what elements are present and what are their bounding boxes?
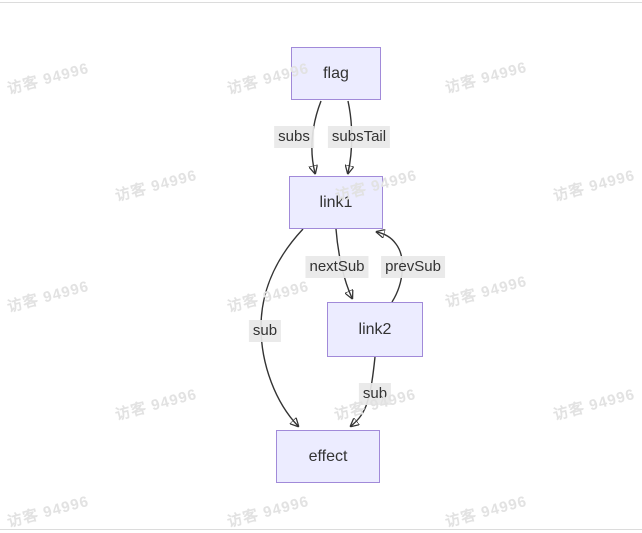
edge-link2-link1-prevsub <box>377 232 404 303</box>
node-effect-label: effect <box>308 447 348 465</box>
edge-label-sub-left: sub <box>248 320 282 342</box>
node-flag-label: flag <box>323 64 349 82</box>
edge-label-nextsub: nextSub <box>305 256 369 278</box>
node-link1: link1 <box>289 176 383 229</box>
edge-label-sub-bottom: sub <box>358 383 392 405</box>
node-link2: link2 <box>327 302 423 357</box>
edge-label-subs: subs <box>274 126 314 148</box>
node-link1-label: link1 <box>319 193 353 211</box>
bottom-divider <box>0 529 642 530</box>
node-link2-label: link2 <box>358 320 392 338</box>
edge-label-substail: subsTail <box>327 126 391 148</box>
top-divider <box>0 2 642 3</box>
node-effect: effect <box>276 430 380 483</box>
edge-label-prevsub: prevSub <box>381 256 445 278</box>
node-flag: flag <box>291 47 381 100</box>
edge-link2-effect-sub <box>351 356 376 426</box>
